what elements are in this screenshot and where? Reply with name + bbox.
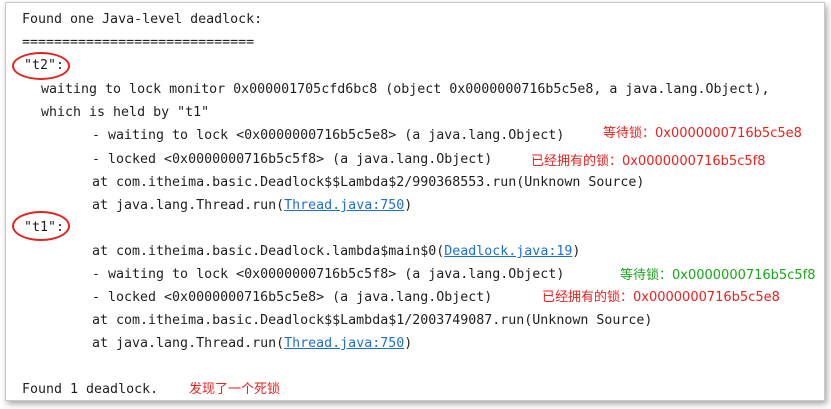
t1-locked-line: - locked <0x0000000716b5c5e8> (a java.la… <box>92 290 493 305</box>
t1-stack-suffix-2: ) <box>404 336 413 351</box>
found-deadlock-note: 发现了一个死锁 <box>189 382 281 397</box>
t2-locked-line: - locked <0x0000000716b5c5f8> (a java.la… <box>92 152 493 167</box>
thread-t1-label: "t1": <box>24 220 65 235</box>
t2-thread-java-link[interactable]: Thread.java:750 <box>284 198 405 213</box>
t2-stack-prefix: at java.lang.Thread.run( <box>92 198 285 213</box>
t1-stack-prefix-2: at java.lang.Thread.run( <box>92 336 285 351</box>
t2-stack-suffix: ) <box>404 198 413 213</box>
deadlock-header: Found one Java-level deadlock: <box>22 12 263 27</box>
t1-stack-frame-thread-run: at java.lang.Thread.run(Thread.java:750) <box>92 336 412 352</box>
t2-stack-frame-thread-run: at java.lang.Thread.run(Thread.java:750) <box>92 198 412 214</box>
t2-highlight-circle <box>12 52 70 80</box>
t1-stack-suffix: ) <box>572 244 581 259</box>
t2-waiting-monitor: waiting to lock monitor 0x000001705cfd6b… <box>41 82 770 97</box>
t1-deadlock-java-link[interactable]: Deadlock.java:19 <box>444 244 573 259</box>
t2-waiting-note: 等待锁：0x0000000716b5c5e8 <box>603 126 802 141</box>
t1-thread-java-link[interactable]: Thread.java:750 <box>284 336 405 351</box>
t2-waiting-lock-line: - waiting to lock <0x0000000716b5c5e8> (… <box>92 128 565 143</box>
t2-locked-note: 已经拥有的锁：0x0000000716b5c5f8 <box>531 154 766 169</box>
t1-waiting-note: 等待锁：0x0000000716b5c5f8 <box>620 268 816 283</box>
t2-held-by: which is held by "t1" <box>41 105 210 120</box>
t1-waiting-lock-line: - waiting to lock <0x0000000716b5c5f8> (… <box>92 267 565 282</box>
t2-stack-frame-lambda: at com.itheima.basic.Deadlock$$Lambda$2/… <box>92 175 645 190</box>
found-deadlock-summary: Found 1 deadlock. <box>22 382 159 397</box>
t1-stack-prefix: at com.itheima.basic.Deadlock.lambda$mai… <box>92 244 445 259</box>
t1-stack-frame-main: at com.itheima.basic.Deadlock.lambda$mai… <box>92 244 580 260</box>
separator-line: ============================= <box>22 35 255 50</box>
t1-stack-frame-lambda: at com.itheima.basic.Deadlock$$Lambda$1/… <box>92 313 653 328</box>
t1-highlight-circle <box>12 211 70 241</box>
thread-t2-label: "t2": <box>24 58 65 73</box>
t1-locked-note: 已经拥有的锁：0x0000000716b5c5e8 <box>542 290 780 305</box>
console-output-panel: Found one Java-level deadlock: =========… <box>5 2 825 401</box>
